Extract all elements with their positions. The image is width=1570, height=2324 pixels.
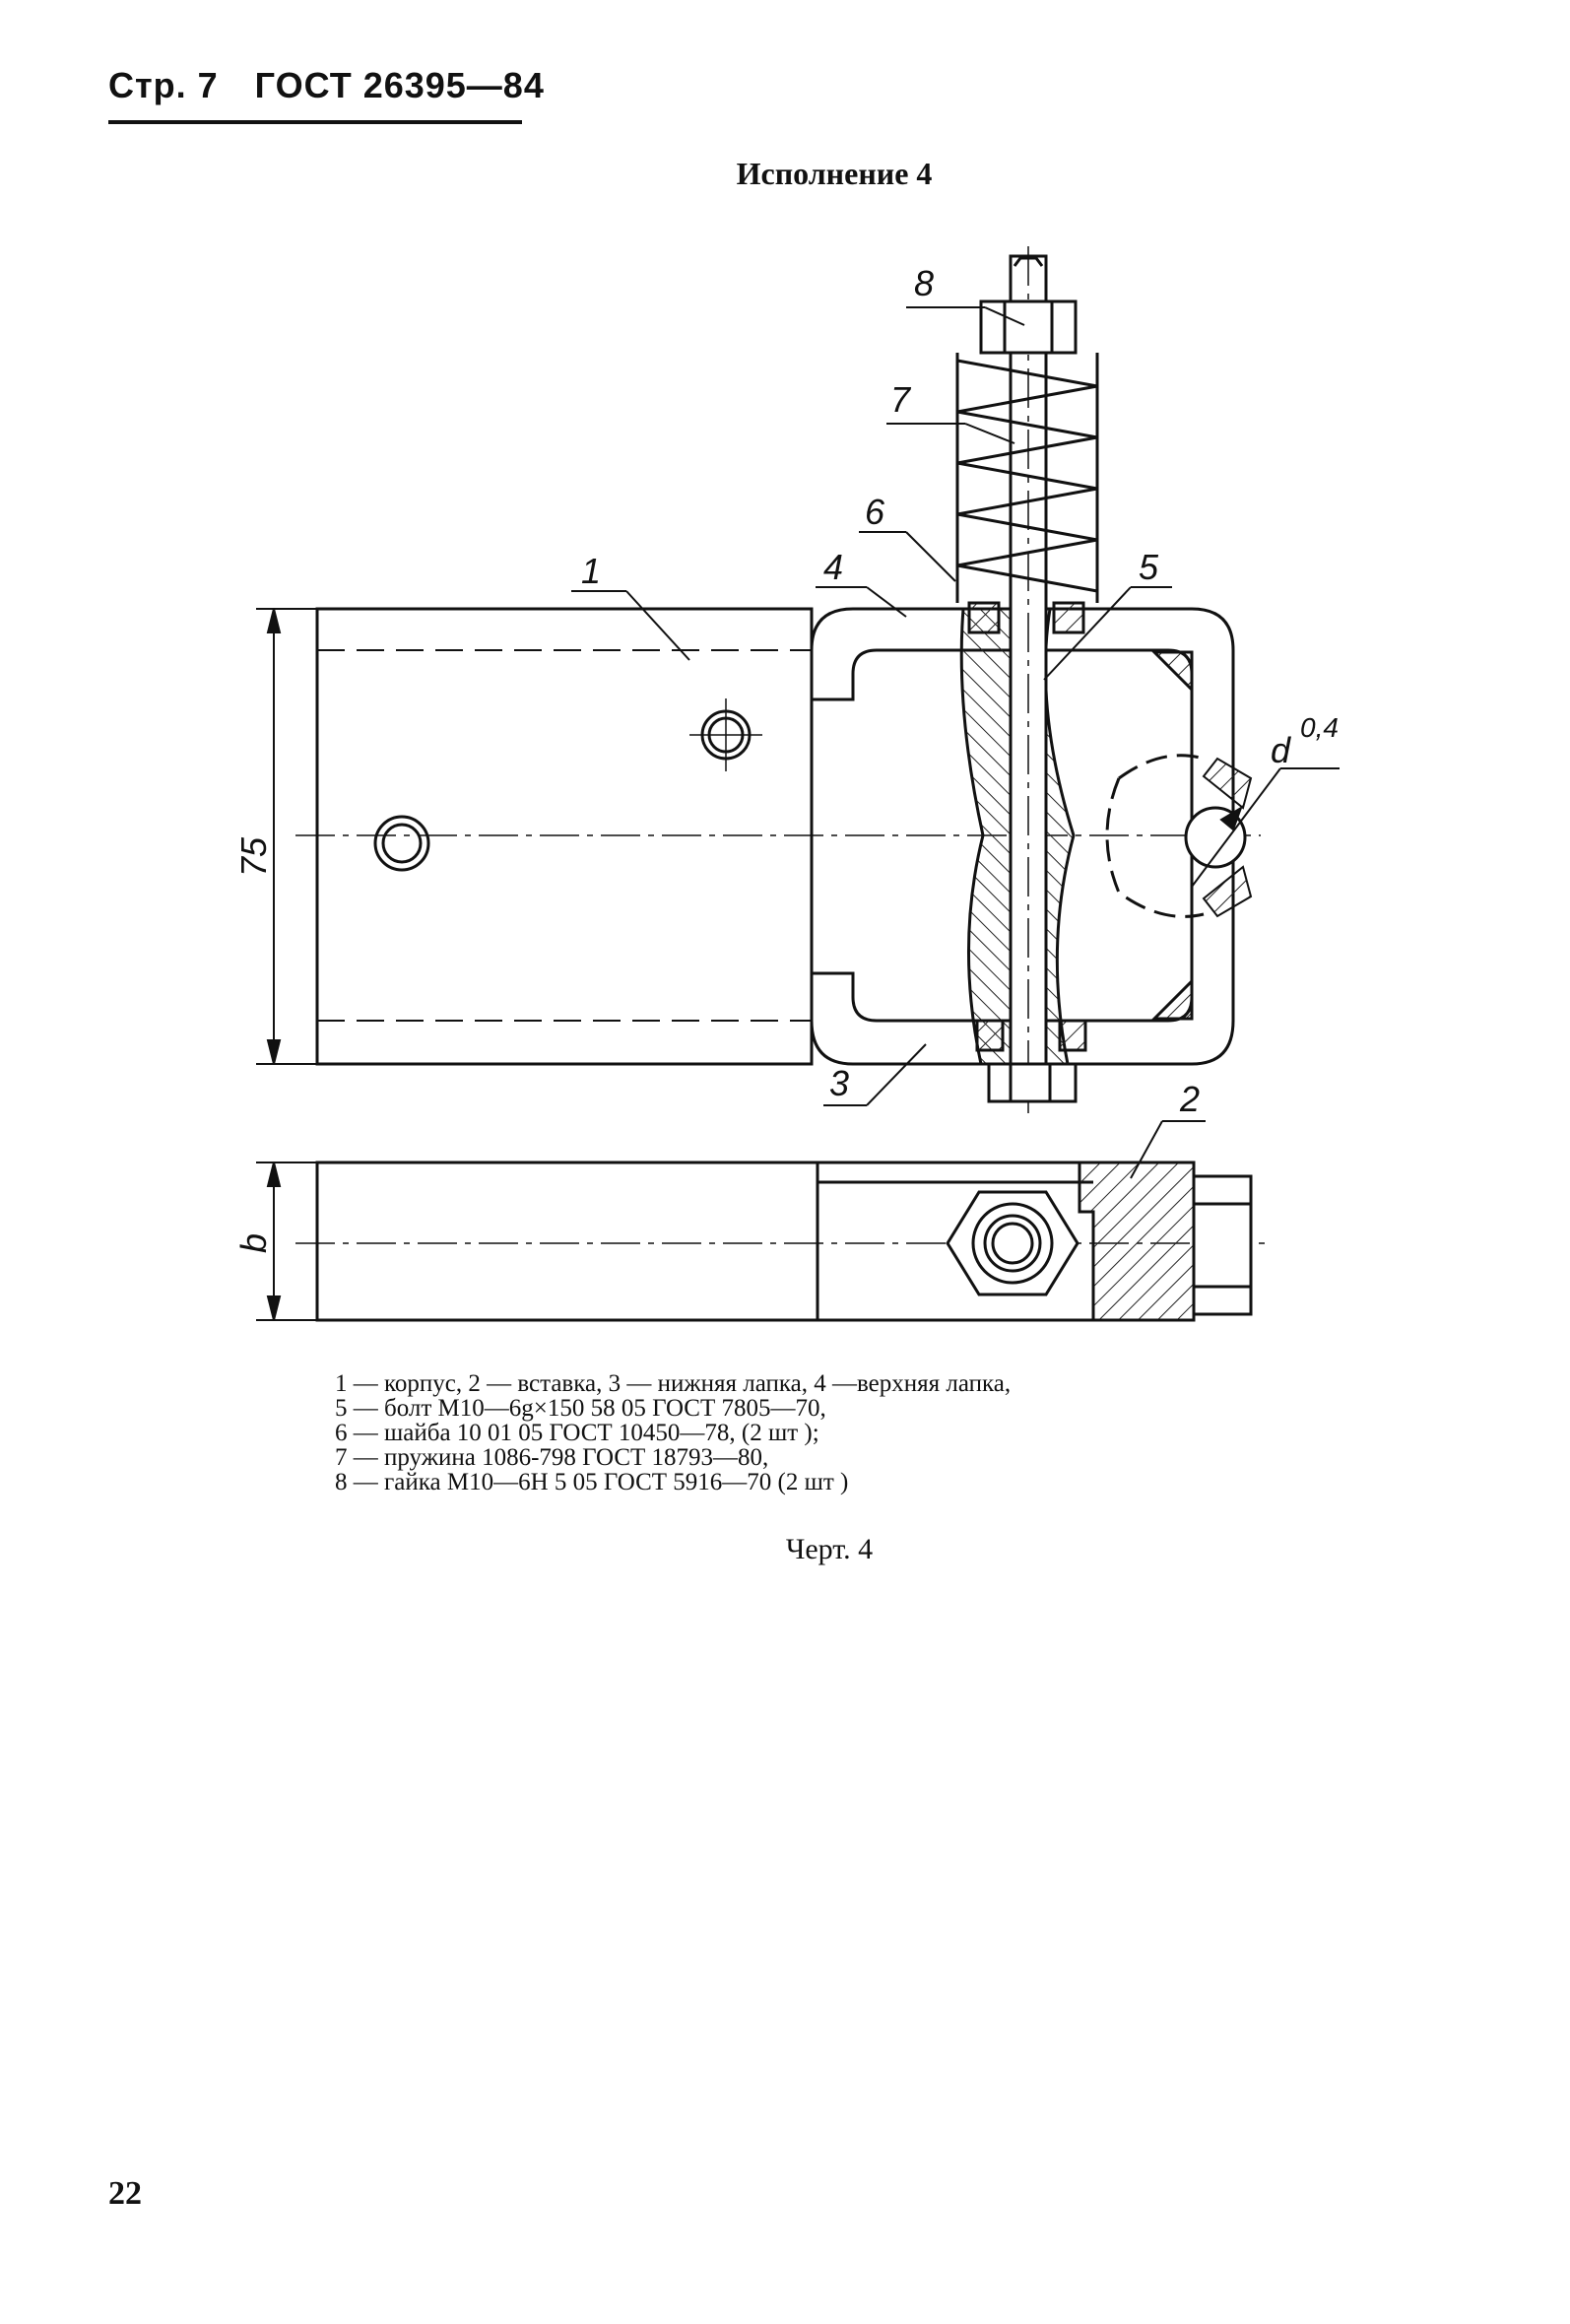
body-outline <box>315 607 814 1066</box>
callout-4: 4 <box>823 547 843 587</box>
callout-7: 7 <box>890 379 912 420</box>
callout-2: 2 <box>1179 1079 1200 1119</box>
section-title: Исполнение 4 <box>736 156 933 191</box>
legend-line: 8 — гайка М10—6Н 5 05 ГОСТ 5916—70 (2 шт… <box>335 1469 849 1495</box>
callout-6: 6 <box>865 492 885 532</box>
legend-line: 1 — корпус, 2 — вставка, 3 — нижняя лапк… <box>335 1370 1012 1397</box>
figure-caption: Черт. 4 <box>785 1533 874 1565</box>
dim-d: d <box>1271 730 1291 770</box>
dim-75: 75 <box>233 836 274 877</box>
page-header: Стр. 7 ГОСТ 26395—84 <box>108 65 570 106</box>
page-number: 22 <box>108 2175 142 2212</box>
legend-line: 5 — болт М10—6g×150 58 05 ГОСТ 7805—70, <box>335 1395 826 1422</box>
header-rule <box>108 120 522 124</box>
callout-5: 5 <box>1139 547 1159 587</box>
dim-b: b <box>233 1233 274 1253</box>
legend-line: 6 — шайба 10 01 05 ГОСТ 10450—78, (2 шт … <box>335 1420 819 1446</box>
dim-chamfer: 0,4 <box>1300 712 1339 743</box>
bottom-nut <box>987 1062 1078 1103</box>
callout-8: 8 <box>914 263 934 303</box>
callout-1: 1 <box>581 551 601 591</box>
legend-line: 7 — пружина 1086-798 ГОСТ 18793—80, <box>335 1444 769 1471</box>
side-insert <box>1078 1161 1196 1322</box>
standard-code: ГОСТ 26395—84 <box>254 65 545 105</box>
top-nut <box>979 299 1078 355</box>
page-label: Стр. 7 <box>108 65 219 105</box>
callout-3: 3 <box>829 1063 849 1103</box>
spring <box>955 353 1099 603</box>
legend: 1 — корпус, 2 — вставка, 3 — нижняя лапк… <box>335 1371 1369 1494</box>
